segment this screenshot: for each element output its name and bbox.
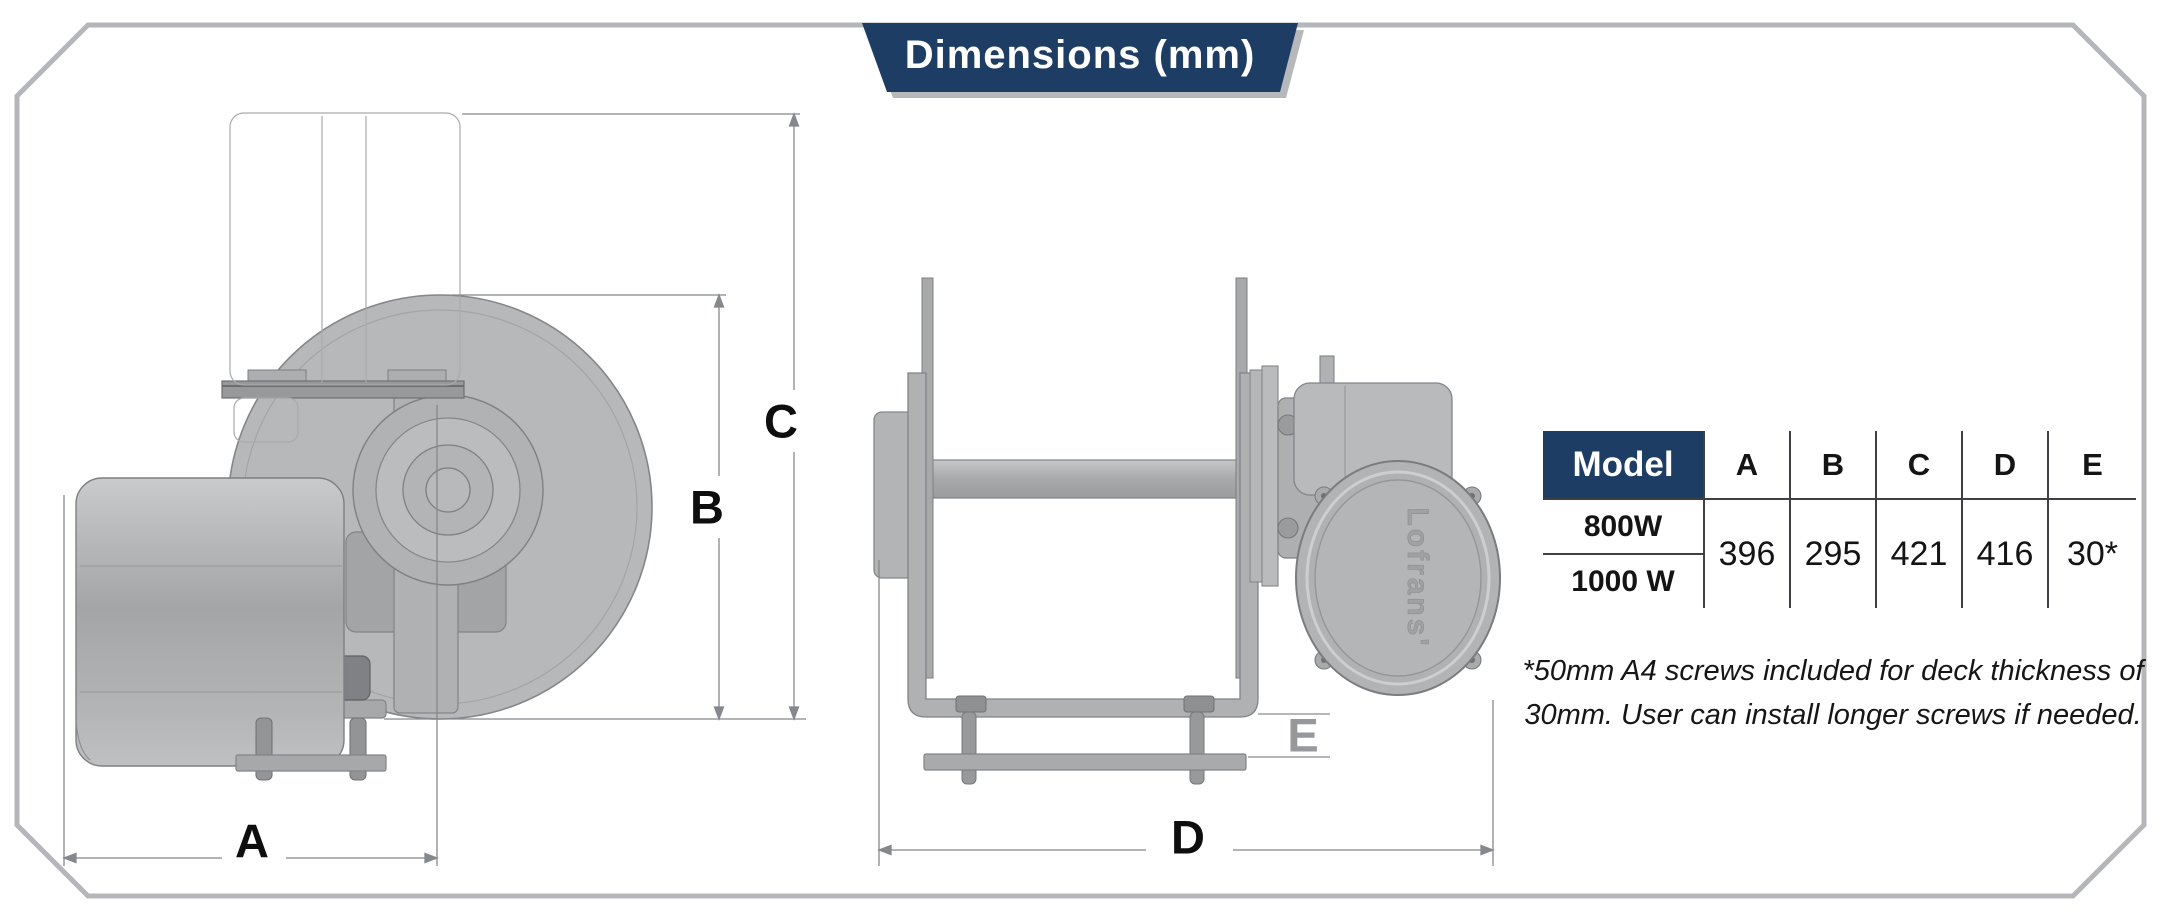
side-view-drawing — [75, 112, 653, 781]
model-rows: 800W 1000 W — [1543, 500, 1703, 608]
column-e: E 30* — [2047, 431, 2136, 608]
front-mounting-bolts — [923, 695, 1247, 785]
model-column: Model 800W 1000 W — [1543, 431, 1703, 608]
drum-barrel — [904, 459, 1251, 499]
model-row-800w: 800W — [1543, 500, 1703, 555]
dimension-lines — [62, 112, 1495, 866]
dim-label-d: D — [1171, 810, 1205, 864]
mounting-studs — [235, 717, 387, 781]
banner-trapezoid — [862, 23, 1298, 92]
u-bracket — [907, 372, 1259, 718]
value-c: 421 — [1890, 534, 1948, 573]
front-view-drawing: Lofrans' — [873, 277, 1501, 785]
dimension-e-lines — [1248, 713, 1330, 758]
dim-label-a: A — [235, 814, 269, 868]
model-row-1000w: 1000 W — [1571, 564, 1675, 598]
dim-label-b: B — [690, 480, 724, 534]
backing-plate — [235, 754, 387, 772]
column-d-header: D — [1963, 431, 2047, 500]
model-header-cell: Model — [1543, 431, 1703, 500]
column-a: A 396 — [1703, 431, 1789, 608]
front-backing-plate — [923, 753, 1247, 771]
drum-hub — [352, 394, 544, 586]
column-b-header: B — [1791, 431, 1875, 500]
footnote-line-2: 30mm. User can install longer screws if … — [1524, 699, 2142, 731]
footnote-line-1: *50mm A4 screws included for deck thickn… — [1522, 655, 2144, 687]
screws-footnote: *50mm A4 screws included for deck thickn… — [1513, 649, 2153, 737]
column-c-header: C — [1877, 431, 1961, 500]
brand-embossed-text: Lofrans' — [1401, 507, 1434, 648]
value-d: 416 — [1976, 534, 2034, 573]
value-a: 396 — [1718, 534, 1776, 573]
title-banner-shape — [862, 23, 1304, 98]
phantom-chainpipe-outline — [229, 112, 461, 443]
dim-label-e: E — [1287, 708, 1319, 762]
value-e: 30* — [2066, 534, 2119, 573]
page-title: Dimensions (mm) — [904, 33, 1256, 77]
column-e-header: E — [2049, 431, 2136, 500]
motor-side — [75, 477, 345, 767]
column-c: C 421 — [1875, 431, 1961, 608]
column-d: D 416 — [1961, 431, 2047, 608]
gearbox-cover: Lofrans' — [1295, 460, 1501, 696]
dimensions-table: Model 800W 1000 W A 396 B 295 C 421 D 41… — [1543, 431, 2136, 608]
value-b: 295 — [1804, 534, 1862, 573]
column-b: B 295 — [1789, 431, 1875, 608]
page-border — [14, 22, 2147, 899]
dim-label-c: C — [764, 394, 798, 448]
column-a-header: A — [1705, 431, 1789, 500]
